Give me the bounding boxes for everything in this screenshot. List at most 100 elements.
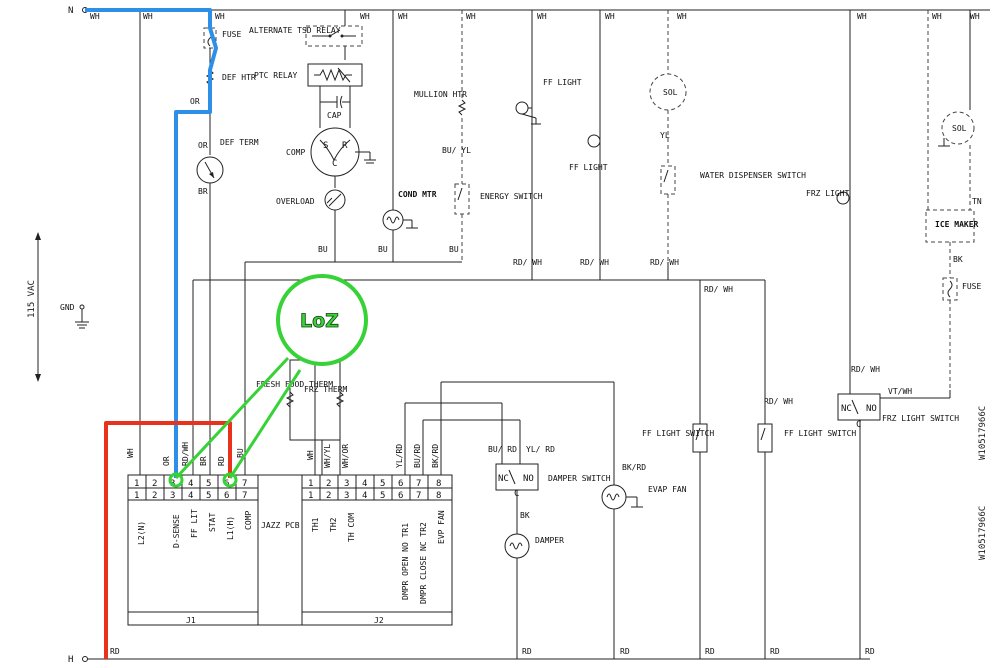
- ff-light-switch-b-label: FF LIGHT SWITCH: [784, 429, 856, 438]
- damper-switch: [495, 463, 539, 534]
- svg-text:RD: RD: [705, 647, 715, 656]
- j2-labels: TH1 TH2 TH COM DMPR OPEN NO TR1 DMPR CLO…: [311, 510, 446, 604]
- svg-text:WH: WH: [857, 12, 867, 21]
- ff-light-switch-b: [757, 280, 773, 659]
- svg-text:GND: GND: [60, 303, 75, 312]
- svg-text:R: R: [342, 141, 348, 151]
- svg-text:2: 2: [152, 479, 157, 489]
- svg-text:DMPR OPEN NO TR1: DMPR OPEN NO TR1: [401, 523, 410, 600]
- alt-tsd-relay-label: ALTERNATE TSD RELAY: [249, 26, 341, 35]
- svg-text:NC: NC: [841, 404, 852, 414]
- svg-text:3: 3: [170, 491, 175, 501]
- svg-text:WH: WH: [932, 12, 942, 21]
- svg-text:RD: RD: [217, 456, 226, 466]
- fuse-label: FUSE: [222, 30, 241, 39]
- svg-text:5: 5: [380, 491, 385, 501]
- ice-maker-branch: [925, 10, 975, 390]
- wh-top-labels: WH WH WH WH WH WH WH WH WH WH WH WH: [90, 12, 980, 21]
- sol-label: SOL: [663, 88, 678, 97]
- hot-label: H: [68, 655, 73, 665]
- damper-label: DAMPER: [535, 536, 564, 545]
- svg-text:BU/ YL: BU/ YL: [442, 146, 471, 155]
- j2-pins: 1 2 3 4 5 6 7 8 1 2 3 4 5 6 7 8: [308, 479, 441, 501]
- defrost-branch: [176, 10, 224, 475]
- svg-text:4: 4: [188, 479, 193, 489]
- svg-text:RD/ WH: RD/ WH: [650, 258, 679, 267]
- frz-light: [836, 10, 851, 398]
- svg-text:L2(N): L2(N): [137, 521, 146, 545]
- svg-text:BU: BU: [318, 245, 328, 254]
- cond-mtr-label: COND MTR: [398, 190, 437, 199]
- svg-text:RD/ WH: RD/ WH: [513, 258, 542, 267]
- ff-light-b-label: FF LIGHT: [569, 163, 608, 172]
- svg-text:7: 7: [242, 491, 247, 501]
- evap-fan: [601, 484, 643, 659]
- ff-light-a: [515, 10, 541, 262]
- svg-text:2: 2: [326, 491, 331, 501]
- part-number: W10517966C: [978, 406, 988, 460]
- frz-light-label: FRZ LIGHT: [806, 189, 850, 198]
- j2-connector: [301, 474, 453, 626]
- svg-text:RD/ WH: RD/ WH: [764, 397, 793, 406]
- loz-callout-text: LoZ: [300, 310, 339, 332]
- svg-text:RD: RD: [620, 647, 630, 656]
- frz-light-switch-label: FRZ LIGHT SWITCH: [882, 414, 959, 423]
- svg-text:L1(H): L1(H): [226, 516, 235, 540]
- svg-text:6: 6: [224, 491, 229, 501]
- svg-text:BR: BR: [199, 456, 208, 466]
- fuse2-label: FUSE: [962, 282, 981, 291]
- comp-label: COMP: [286, 148, 305, 157]
- svg-text:C: C: [856, 420, 861, 430]
- svg-text:EVP FAN: EVP FAN: [437, 510, 446, 544]
- evap-fan-label: EVAP FAN: [648, 485, 687, 494]
- svg-text:WH: WH: [970, 12, 980, 21]
- svg-text:STAT: STAT: [208, 513, 217, 532]
- ground-symbol: GND: [60, 303, 89, 329]
- ff-light-switch-a-label: FF LIGHT SWITCH: [642, 429, 714, 438]
- svg-text:NO: NO: [866, 404, 877, 414]
- svg-text:BK: BK: [953, 255, 963, 264]
- svg-text:RD/ WH: RD/ WH: [704, 285, 733, 294]
- red-highlight-wire: [104, 421, 232, 659]
- svg-text:BU: BU: [449, 245, 459, 254]
- svg-text:BK/RD: BK/RD: [431, 444, 440, 468]
- svg-text:BU/RD: BU/RD: [413, 444, 422, 468]
- sol2-label: SOL: [952, 124, 967, 133]
- svg-text:TH2: TH2: [329, 517, 338, 532]
- svg-text:7: 7: [416, 491, 421, 501]
- svg-text:OR: OR: [198, 141, 208, 150]
- def-term-label: DEF TERM: [220, 138, 259, 147]
- alternate-tsd-relay: [305, 25, 363, 47]
- svg-text:FF LIT: FF LIT: [190, 509, 199, 538]
- svg-text:5: 5: [206, 479, 211, 489]
- jazz-pcb-label: JAZZ PCB: [261, 521, 300, 530]
- compressor-circuit: S R C: [307, 10, 376, 262]
- svg-text:WH: WH: [90, 12, 100, 21]
- svg-text:RD: RD: [110, 647, 120, 656]
- svg-text:3: 3: [344, 491, 349, 501]
- blue-highlight-wire: [85, 8, 218, 478]
- svg-text:WH: WH: [306, 450, 315, 460]
- svg-text:RD: RD: [770, 647, 780, 656]
- svg-text:VT/WH: VT/WH: [888, 387, 912, 396]
- svg-text:WH: WH: [215, 12, 225, 21]
- svg-text:BR: BR: [198, 187, 208, 196]
- hot-rail: [82, 656, 870, 662]
- svg-text:BU/ RD: BU/ RD: [488, 445, 517, 454]
- svg-text:YL/RD: YL/RD: [395, 444, 404, 468]
- ff-light-switch-a: [692, 280, 708, 659]
- svg-text:WH: WH: [466, 12, 476, 21]
- voltage-label: 115 VAC: [27, 280, 37, 318]
- svg-text:BK/RD: BK/RD: [622, 463, 646, 472]
- svg-text:2: 2: [152, 491, 157, 501]
- ff-light-b: [587, 10, 601, 262]
- svg-text:DMPR CLOSE NC TR2: DMPR CLOSE NC TR2: [419, 522, 428, 604]
- svg-text:RD/ WH: RD/ WH: [580, 258, 609, 267]
- svg-text:5: 5: [380, 479, 385, 489]
- voltage-arrow: [35, 232, 41, 382]
- svg-text:4: 4: [362, 479, 367, 489]
- part-number-2: W10517966C: [978, 506, 988, 560]
- svg-text:RD/ WH: RD/ WH: [851, 365, 880, 374]
